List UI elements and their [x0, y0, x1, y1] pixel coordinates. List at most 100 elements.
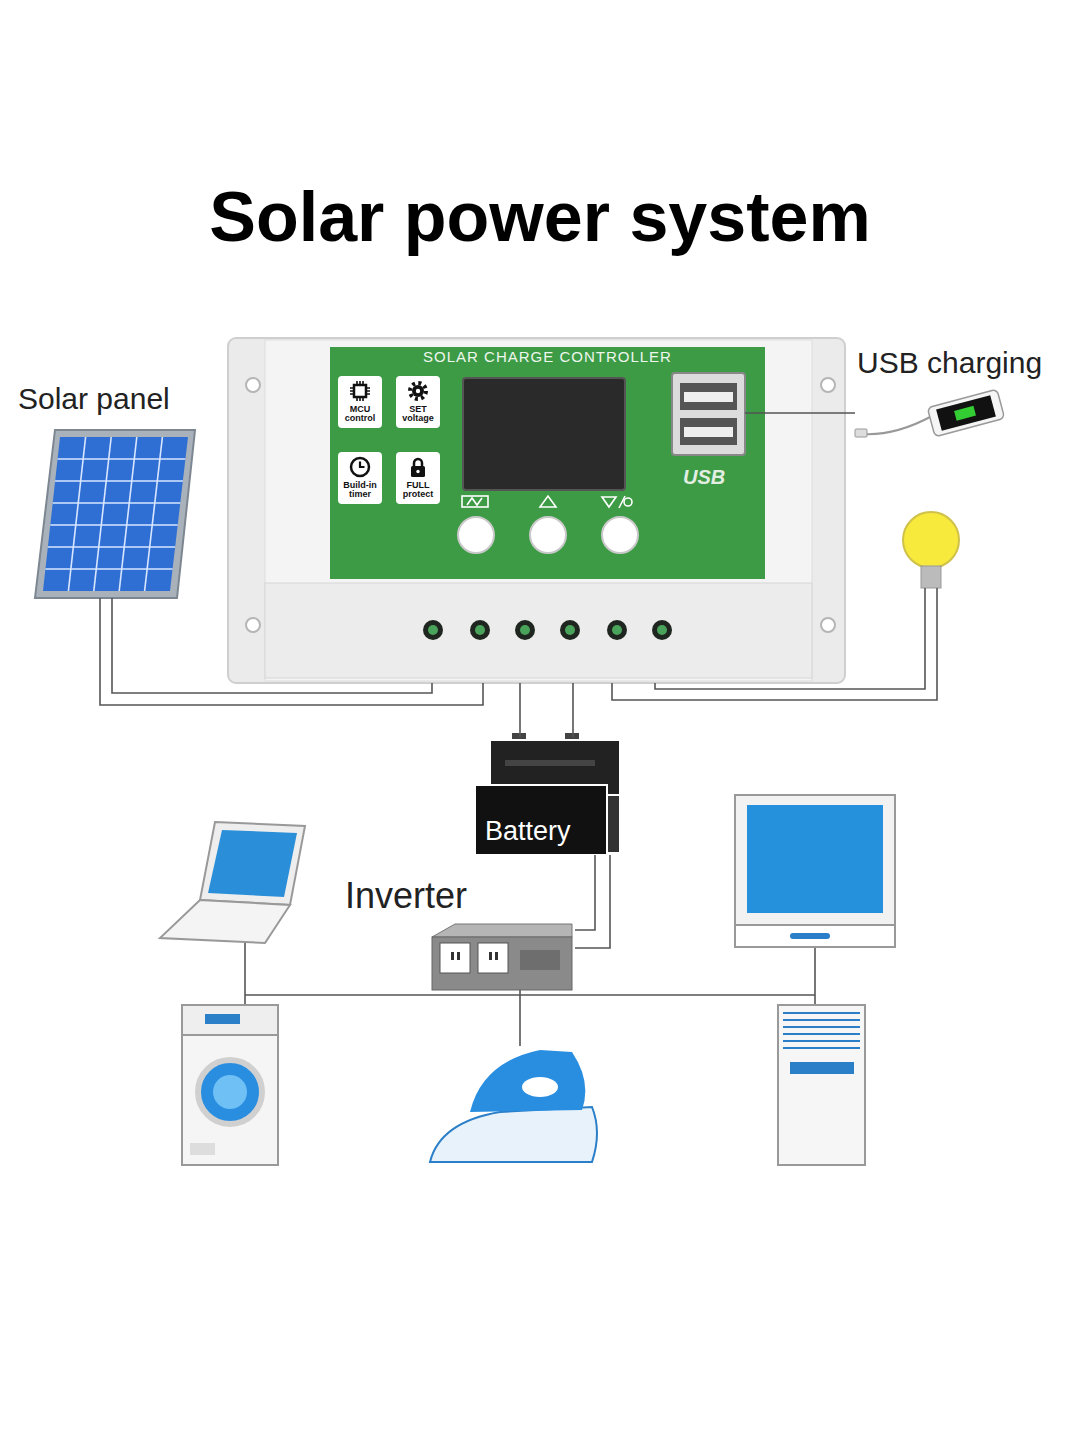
clock-icon: [351, 458, 369, 476]
controller-housing: [821, 378, 835, 392]
washer-picture: [205, 1014, 240, 1024]
inverter-picture: [520, 950, 560, 970]
phone-picture: [927, 389, 1004, 437]
wire-connector: [575, 855, 610, 948]
button-symbols: [540, 496, 556, 507]
feature-tile: SET voltage: [396, 376, 440, 428]
terminal-screws: [475, 625, 485, 635]
chip-icon: [354, 385, 366, 397]
monitor-picture: [735, 925, 895, 947]
laptop-picture: [208, 830, 297, 897]
phone-picture: [855, 389, 1005, 437]
light-bulb: [921, 566, 941, 588]
feature-label: MCU control: [339, 405, 381, 424]
iron-picture: [430, 1107, 597, 1162]
terminal-screws: [652, 620, 672, 640]
controller-housing: [330, 347, 765, 579]
air-conditioner-picture: [783, 1033, 860, 1035]
bulb-wire: [612, 588, 937, 700]
feature-label: SET voltage: [397, 405, 439, 424]
lock-icon: [414, 459, 422, 466]
push-buttons: [602, 517, 638, 553]
terminal-screws: [565, 625, 575, 635]
iron-picture: [470, 1050, 585, 1112]
clock-icon: [360, 462, 365, 468]
phone-picture: [855, 429, 867, 437]
terminal-screws: [612, 625, 622, 635]
terminal-screws: [520, 625, 530, 635]
inverter-picture: [432, 924, 572, 990]
usb-port: [680, 418, 737, 445]
inverter-picture: [457, 952, 460, 960]
iron-picture: [522, 1077, 558, 1097]
controller-housing: [265, 340, 812, 681]
usb-port: [684, 427, 733, 437]
phone: USB charging: [855, 345, 1062, 445]
solar-panel-picture: [48, 546, 175, 548]
monitor-picture: [735, 795, 895, 925]
terminal-screws: [470, 620, 490, 640]
iron-picture: [430, 1050, 597, 1162]
air-conditioner-picture: [778, 1005, 865, 1165]
lcd-screen: [463, 378, 625, 490]
terminal-screws: [428, 625, 438, 635]
push-buttons: [458, 517, 494, 553]
lcd-screen: [463, 378, 625, 490]
wire-connector: [520, 683, 573, 737]
washer-picture: [182, 1005, 278, 1035]
inverter-picture: [440, 943, 470, 973]
washer-picture: [182, 1005, 278, 1165]
wire-connector: [100, 598, 483, 705]
node-label: SOLAR CHARGE CONTROLLER: [330, 348, 765, 366]
chip-icon: [350, 381, 370, 401]
solar-panel-picture: [53, 502, 181, 504]
phone-picture: [954, 406, 976, 421]
solar-panel-picture: [45, 437, 185, 591]
washer-picture: [198, 1060, 262, 1124]
lock-icon: [406, 455, 430, 479]
laptop-picture: [160, 822, 305, 943]
phone-picture: [862, 416, 932, 434]
appliance-wires: [244, 943, 246, 1005]
solar-panel-picture: [43, 437, 188, 591]
inverter-picture: [451, 952, 454, 960]
solar-panel-picture: [94, 437, 111, 591]
usb-port: [680, 383, 737, 410]
solar-panel: Solar panel: [15, 380, 200, 598]
controller-housing: [246, 378, 260, 392]
terminal-screws: [560, 620, 580, 640]
inverter-picture: [495, 952, 498, 960]
gear-icon: [412, 385, 424, 397]
button-symbols: [602, 497, 616, 507]
node-label: Battery: [481, 815, 575, 847]
controller-housing: [821, 618, 835, 632]
feature-tile: FULL protect: [396, 452, 440, 504]
inverter-picture: [489, 952, 492, 960]
port-label: USB: [683, 465, 725, 489]
air-conditioner-picture: [783, 1040, 860, 1042]
chip-icon: [348, 379, 372, 403]
controller-housing: [228, 338, 845, 683]
monitor-picture: [735, 795, 895, 947]
solar-panel-picture: [35, 430, 195, 598]
clock-icon: [348, 455, 372, 479]
appliance-wires: [814, 947, 816, 1005]
node-label: Inverter: [345, 876, 467, 916]
gear-icon: [406, 379, 430, 403]
appliance-wires: [245, 943, 815, 1046]
monitor-picture: [747, 805, 883, 913]
monitor-picture: [790, 933, 830, 939]
inverter-picture: [432, 937, 572, 990]
air-conditioner-picture: [783, 1013, 860, 1048]
solar-panel-picture: [119, 437, 137, 591]
bulb-wire: [612, 588, 937, 700]
solar-panel-picture: [145, 437, 163, 591]
appliance-wires: [519, 990, 521, 1046]
battery-picture: [475, 733, 620, 855]
washer-picture: [190, 1143, 215, 1155]
solar-panel-picture: [35, 430, 195, 598]
phone-picture: [927, 389, 1004, 437]
air-conditioner-picture: [783, 1047, 860, 1049]
usb-port: [684, 392, 733, 402]
